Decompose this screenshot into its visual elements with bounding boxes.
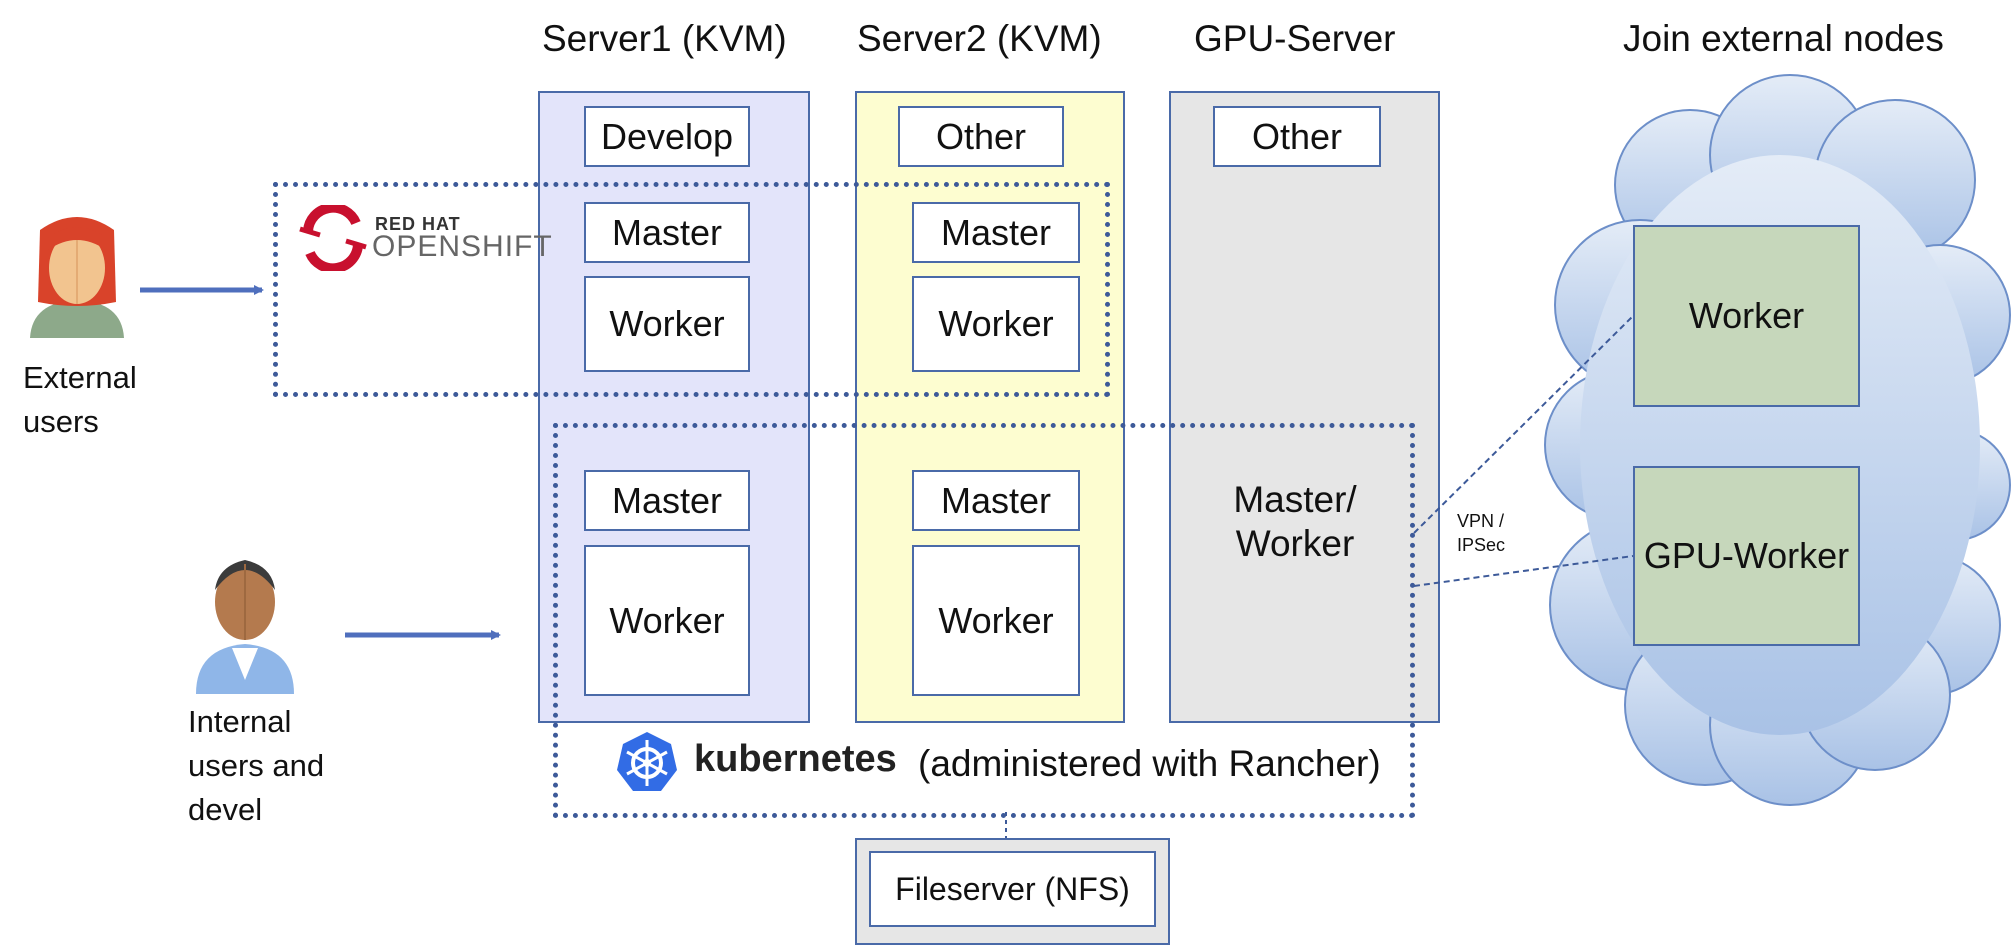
openshift-brand-bottom: OPENSHIFT: [372, 230, 553, 263]
cloud-gpu-worker-box: GPU-Worker: [1633, 466, 1860, 646]
kubernetes-brand: kubernetes: [694, 738, 897, 780]
server1-openshift-worker: Worker: [584, 276, 750, 372]
vpn-label: VPN / IPSec: [1457, 511, 1506, 555]
server1-title: Server1 (KVM): [542, 18, 787, 59]
kubernetes-logo-icon: [617, 732, 677, 791]
develop-box: Develop: [584, 106, 750, 167]
server2-openshift-master: Master: [912, 202, 1080, 263]
openshift-brand-top: RED HAT: [375, 214, 461, 234]
server1-k8s-worker: Worker: [584, 545, 750, 696]
gpu-server-panel: [1169, 91, 1440, 723]
cloud-worker-box: Worker: [1633, 225, 1860, 407]
server1-k8s-master: Master: [584, 470, 750, 531]
kubernetes-note: (administered with Rancher): [918, 743, 1381, 784]
server2-title: Server2 (KVM): [857, 18, 1102, 59]
external-user-icon: [30, 217, 124, 338]
external-users-label: External users: [23, 360, 137, 439]
fileserver-box: Fileserver (NFS): [869, 851, 1156, 927]
external-nodes-title: Join external nodes: [1623, 18, 1944, 59]
server1-openshift-master: Master: [584, 202, 750, 263]
gpu-server-other-box: Other: [1213, 106, 1381, 167]
openshift-cluster-frame: [273, 182, 1110, 397]
internal-user-icon: [196, 560, 294, 694]
vpn-line-gpu-worker: [1413, 555, 1634, 587]
openshift-logo-icon: [299, 205, 367, 271]
vpn-line-worker: [1413, 315, 1634, 534]
internal-users-label: Internal users and devel: [188, 704, 325, 827]
gpu-server-master-worker: Master/ Worker: [1233, 479, 1357, 564]
kubernetes-cluster-frame: [553, 423, 1415, 818]
server2-openshift-worker: Worker: [912, 276, 1080, 372]
server2-k8s-master: Master: [912, 470, 1080, 531]
server2-k8s-worker: Worker: [912, 545, 1080, 696]
server2-other-box: Other: [898, 106, 1064, 167]
gpu-server-title: GPU-Server: [1194, 18, 1396, 59]
